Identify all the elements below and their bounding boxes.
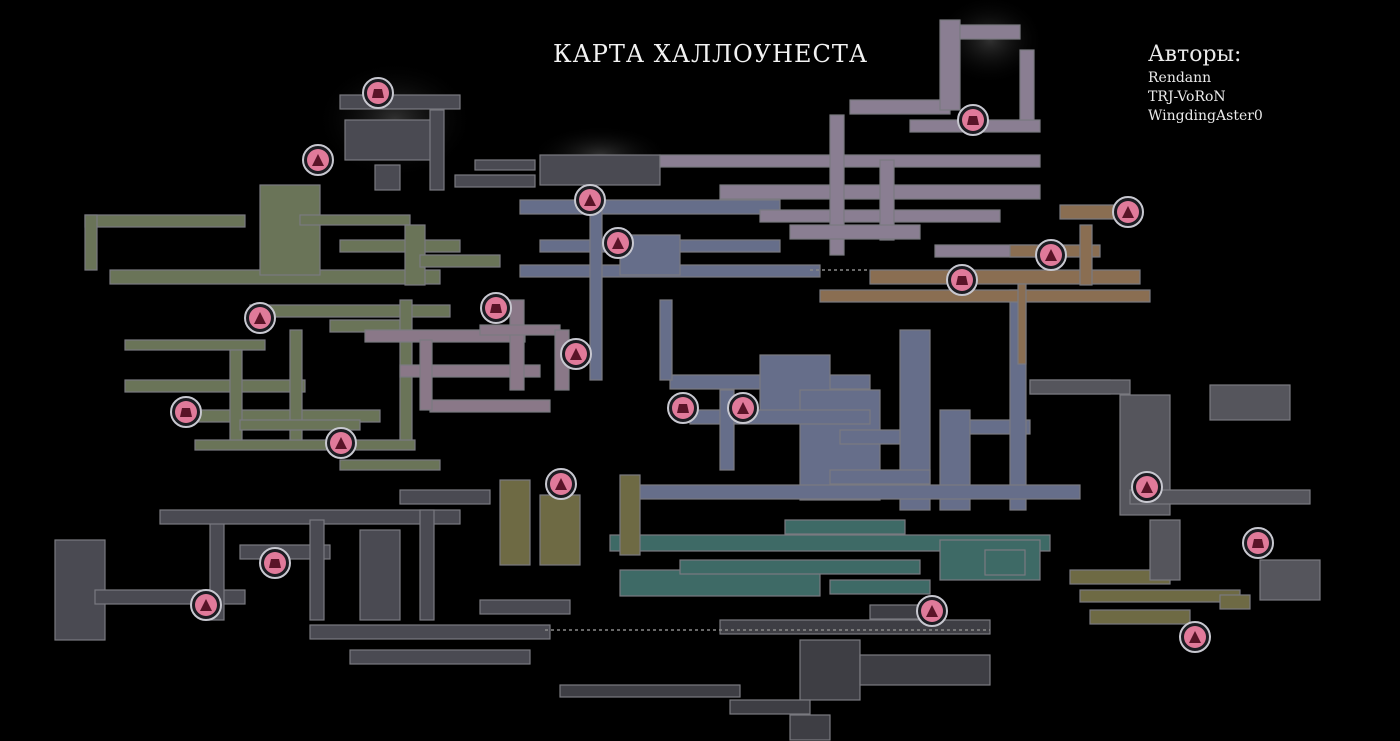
region-deepnest[interactable] — [54, 489, 571, 665]
stag-icon[interactable] — [560, 338, 592, 370]
bench-icon[interactable] — [1242, 527, 1274, 559]
stag-icon[interactable] — [727, 392, 759, 424]
stag-icon[interactable] — [602, 227, 634, 259]
bench-icon[interactable] — [946, 264, 978, 296]
bench-icon[interactable] — [480, 292, 512, 324]
author-name: WingdingAster0 — [1148, 108, 1263, 124]
bench-icon[interactable] — [667, 392, 699, 424]
region-greenpath[interactable] — [84, 184, 501, 471]
stag-icon[interactable] — [545, 468, 577, 500]
bench-icon[interactable] — [170, 396, 202, 428]
bench-icon[interactable] — [957, 104, 989, 136]
stag-icon[interactable] — [1112, 196, 1144, 228]
stag-icon[interactable] — [1035, 239, 1067, 271]
stag-icon[interactable] — [916, 595, 948, 627]
stag-icon[interactable] — [574, 184, 606, 216]
author-name: TRJ-VoRoN — [1148, 89, 1226, 105]
glow-top-right — [935, 0, 1045, 85]
stag-icon[interactable] — [325, 427, 357, 459]
authors-block: Авторы: Rendann TRJ-VoRoN WingdingAster0 — [1148, 42, 1263, 126]
region-kingdoms-edge-east[interactable] — [819, 204, 1151, 365]
region-hive[interactable] — [499, 474, 1251, 625]
map-title: КАРТА ХАЛЛОУНЕСТА — [553, 40, 869, 68]
stag-icon[interactable] — [1131, 471, 1163, 503]
region-fungal[interactable] — [364, 299, 570, 413]
stag-icon[interactable] — [302, 144, 334, 176]
authors-heading: Авторы: — [1148, 42, 1242, 67]
bench-icon[interactable] — [362, 77, 394, 109]
bench-icon[interactable] — [259, 547, 291, 579]
author-name: Rendann — [1148, 70, 1212, 86]
region-royal-waterways[interactable] — [609, 519, 1051, 597]
stag-icon[interactable] — [190, 589, 222, 621]
marker-layer[interactable] — [170, 77, 1274, 653]
region-crossroads-top[interactable] — [339, 94, 661, 191]
stag-icon[interactable] — [244, 302, 276, 334]
stag-icon[interactable] — [1179, 621, 1211, 653]
